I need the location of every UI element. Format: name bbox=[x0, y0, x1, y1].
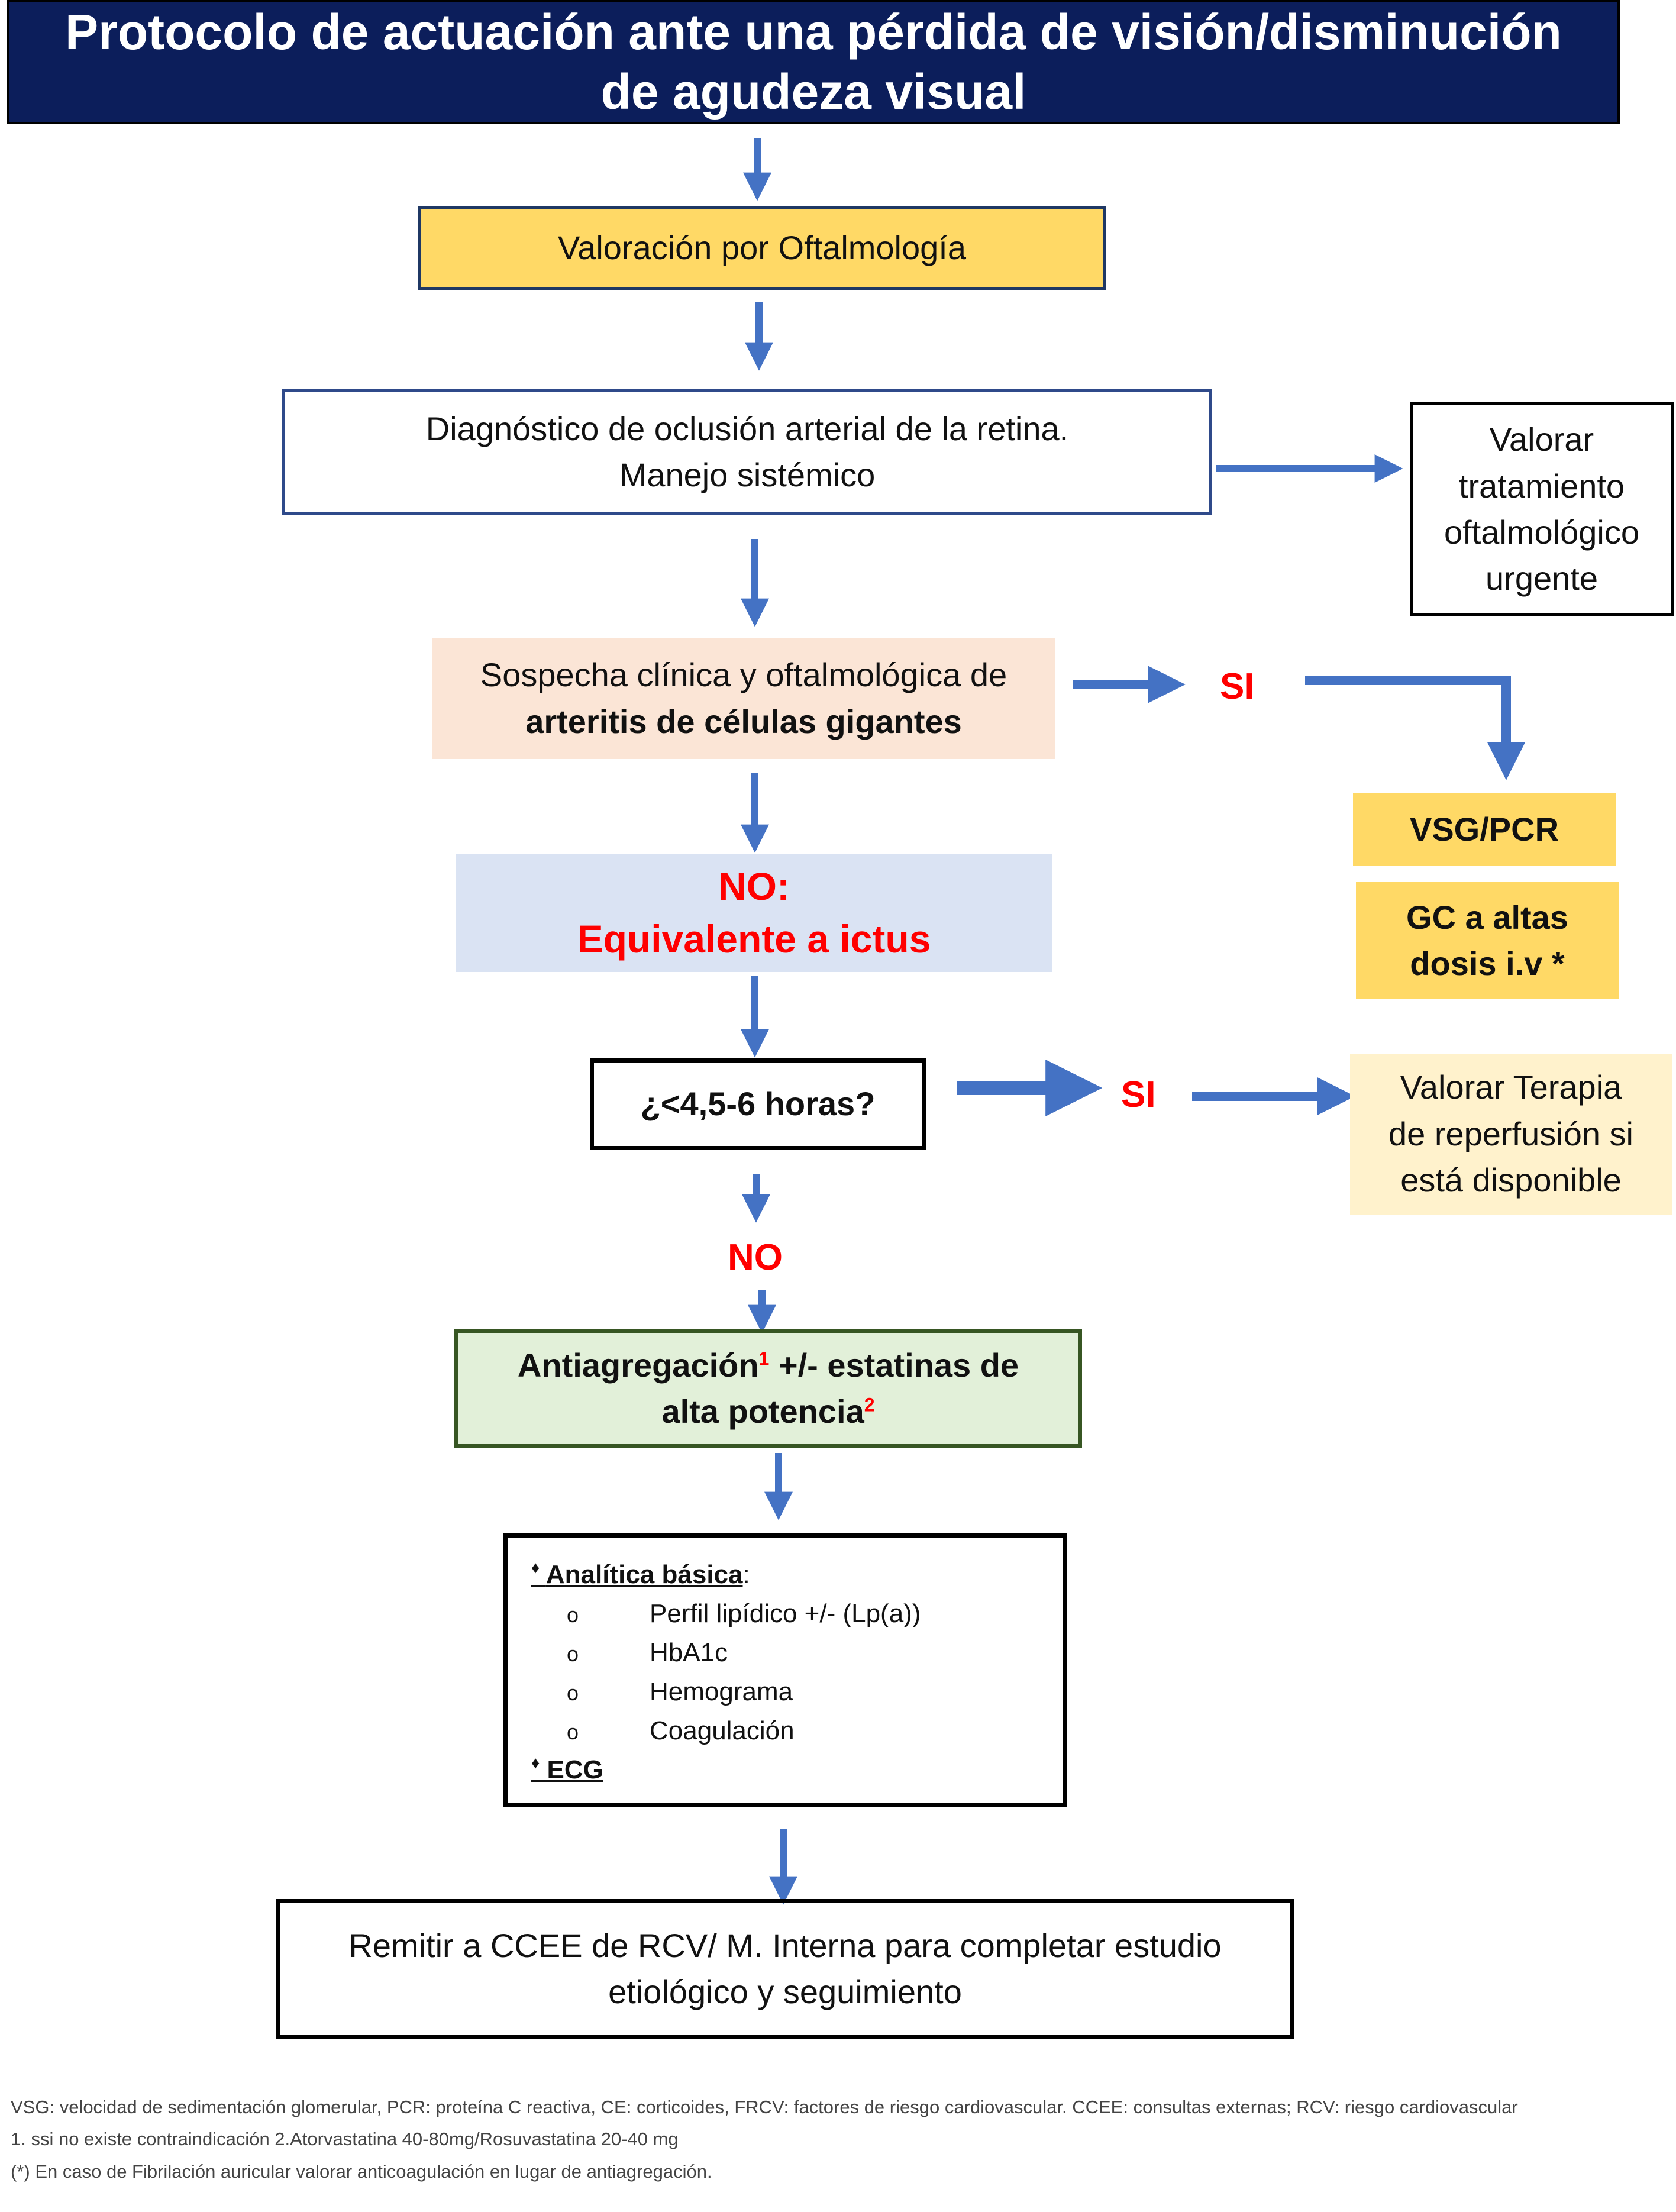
list-item: o Hemograma bbox=[567, 1672, 921, 1712]
terapia-line: Valorar Terapia bbox=[1400, 1068, 1622, 1106]
gc-altas-dosis-box: GC a altas dosis i.v * bbox=[1356, 882, 1619, 999]
valorar-line: tratamiento bbox=[1458, 467, 1625, 505]
vsg-pcr-box: VSG/PCR bbox=[1353, 793, 1616, 866]
arrow-si-to-vsg bbox=[1305, 676, 1525, 780]
footnote-ref-1: 1 bbox=[758, 1347, 770, 1369]
ecg-heading: ♦ ECG bbox=[531, 1751, 603, 1790]
si-label-2: SI bbox=[1121, 1074, 1156, 1115]
horas-question-box: ¿<4,5-6 horas? bbox=[590, 1058, 926, 1150]
sospecha-box: Sospecha clínica y oftalmológica de arte… bbox=[432, 638, 1055, 759]
valoracion-oftalmologia-text: Valoración por Oftalmología bbox=[558, 229, 966, 267]
horas-text: ¿<4,5-6 horas? bbox=[640, 1085, 876, 1123]
gc-line-1: GC a altas bbox=[1406, 898, 1568, 936]
footnotes: VSG: velocidad de sedimentación glomerul… bbox=[11, 2091, 1667, 2188]
analitica-heading: ♦ Analítica básica: bbox=[531, 1555, 750, 1594]
vsg-pcr-text: VSG/PCR bbox=[1409, 810, 1559, 848]
footnote-numbered: 1. ssi no existe contraindicación 2.Ator… bbox=[11, 2129, 679, 2150]
list-item: o HbA1c bbox=[567, 1633, 921, 1672]
remitir-box: Remitir a CCEE de RCV/ M. Interna para c… bbox=[276, 1899, 1294, 2039]
alta-potencia-text: alta potencia bbox=[661, 1393, 864, 1430]
circle-bullet-icon: o bbox=[567, 1642, 579, 1666]
antiagregacion-box: Antiagregación1 +/- estatinas de alta po… bbox=[454, 1329, 1082, 1448]
title-line-1: Protocolo de actuación ante una pérdida … bbox=[65, 4, 1562, 60]
terapia-reperfusion-box: Valorar Terapia de reperfusión si está d… bbox=[1350, 1054, 1672, 1215]
no-ictus-line-2: Equivalente a ictus bbox=[577, 917, 931, 961]
no-ictus-line-1: NO: bbox=[718, 864, 790, 908]
analitica-box: ♦ Analítica básica: o Perfil lipídico +/-… bbox=[503, 1533, 1067, 1807]
terapia-line: de reperfusión si bbox=[1388, 1115, 1633, 1152]
valorar-line: oftalmológico bbox=[1444, 514, 1639, 551]
footnote-ref-2: 2 bbox=[864, 1394, 875, 1416]
valorar-line: urgente bbox=[1486, 560, 1598, 598]
remitir-line-1: Remitir a CCEE de RCV/ M. Interna para c… bbox=[348, 1926, 1222, 1964]
no-label-2: NO bbox=[728, 1237, 783, 1278]
circle-bullet-icon: o bbox=[567, 1720, 579, 1744]
list-item: o Perfil lipídico +/- (Lp(a)) bbox=[567, 1594, 921, 1633]
sospecha-line-2: arteritis de células gigantes bbox=[525, 702, 962, 740]
no-equivalente-ictus-box: NO: Equivalente a ictus bbox=[456, 854, 1052, 972]
analitica-heading-text: Analítica básica bbox=[545, 1560, 743, 1589]
diagnostico-box: Diagnóstico de oclusión arterial de la r… bbox=[282, 389, 1212, 515]
antiagregacion-line-1: Antiagregación1 +/- estatinas de bbox=[518, 1342, 1019, 1388]
valorar-line: Valorar bbox=[1489, 421, 1594, 458]
estatinas-text: +/- estatinas de bbox=[769, 1346, 1019, 1384]
list-item-text: Coagulación bbox=[650, 1716, 795, 1745]
antiagregacion-line-2: alta potencia2 bbox=[661, 1388, 874, 1435]
circle-bullet-icon: o bbox=[567, 1603, 579, 1627]
sospecha-line-1: Sospecha clínica y oftalmológica de bbox=[480, 656, 1007, 694]
list-item-text: Hemograma bbox=[650, 1677, 793, 1706]
diagnostico-line-2: Manejo sistémico bbox=[619, 456, 876, 493]
footnote-asterisk: (*) En caso de Fibrilación auricular val… bbox=[11, 2161, 712, 2182]
valorar-tratamiento-box: Valorar tratamiento oftalmológico urgent… bbox=[1410, 402, 1674, 616]
colon: : bbox=[742, 1560, 750, 1589]
list-item-text: HbA1c bbox=[650, 1638, 728, 1667]
footnote-abbreviations: VSG: velocidad de sedimentación glomerul… bbox=[11, 2097, 1518, 2117]
ecg-text: ECG bbox=[547, 1755, 603, 1784]
list-item-text: Perfil lipídico +/- (Lp(a)) bbox=[650, 1599, 921, 1628]
title-line-2: de agudeza visual bbox=[600, 64, 1026, 120]
diamond-bullet-icon: ♦ bbox=[531, 1754, 540, 1772]
circle-bullet-icon: o bbox=[567, 1681, 579, 1705]
antiagregacion-text: Antiagregación bbox=[517, 1346, 759, 1384]
si-label-1: SI bbox=[1220, 666, 1255, 707]
terapia-line: está disponible bbox=[1400, 1161, 1622, 1199]
diamond-bullet-icon: ♦ bbox=[531, 1558, 540, 1577]
list-item: o Coagulación bbox=[567, 1712, 921, 1751]
page-title: Protocolo de actuación ante una pérdida … bbox=[7, 0, 1620, 124]
gc-line-2: dosis i.v * bbox=[1410, 945, 1565, 982]
valoracion-oftalmologia-box: Valoración por Oftalmología bbox=[418, 206, 1106, 290]
remitir-line-2: etiológico y seguimiento bbox=[608, 1973, 962, 2010]
diagnostico-line-1: Diagnóstico de oclusión arterial de la r… bbox=[425, 409, 1069, 447]
